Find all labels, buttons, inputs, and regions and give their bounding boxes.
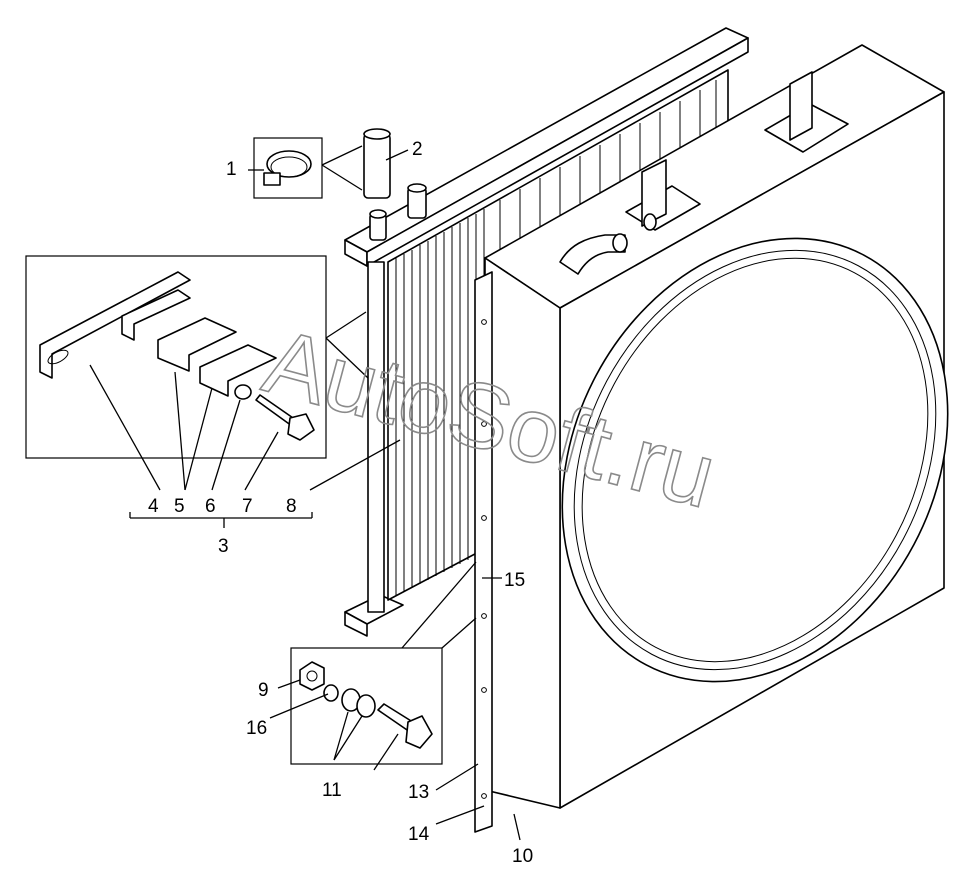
part-labels: 1 2 4 5 6 7 8 3 15 9 16 11 13 14 10	[148, 139, 533, 867]
inset-fasteners	[290, 561, 477, 765]
label-14: 14	[408, 824, 430, 845]
label-4: 4	[148, 496, 159, 517]
label-13: 13	[408, 782, 429, 803]
radiator-fins	[395, 80, 717, 596]
label-8: 8	[286, 496, 297, 517]
label-15: 15	[504, 570, 525, 591]
label-10: 10	[512, 846, 533, 867]
label-11: 11	[322, 780, 342, 801]
label-2: 2	[412, 139, 423, 160]
label-1: 1	[226, 159, 237, 180]
label-16: 16	[246, 718, 267, 739]
label-9: 9	[258, 680, 269, 701]
leader-lines	[89, 149, 521, 841]
inset-clamp-pipe	[253, 128, 391, 199]
label-3: 3	[218, 536, 229, 557]
label-5: 5	[174, 496, 185, 517]
label-7: 7	[242, 496, 253, 517]
label-6: 6	[205, 496, 216, 517]
fan-shroud	[474, 44, 949, 833]
inset-mounting-bracket	[25, 255, 369, 459]
